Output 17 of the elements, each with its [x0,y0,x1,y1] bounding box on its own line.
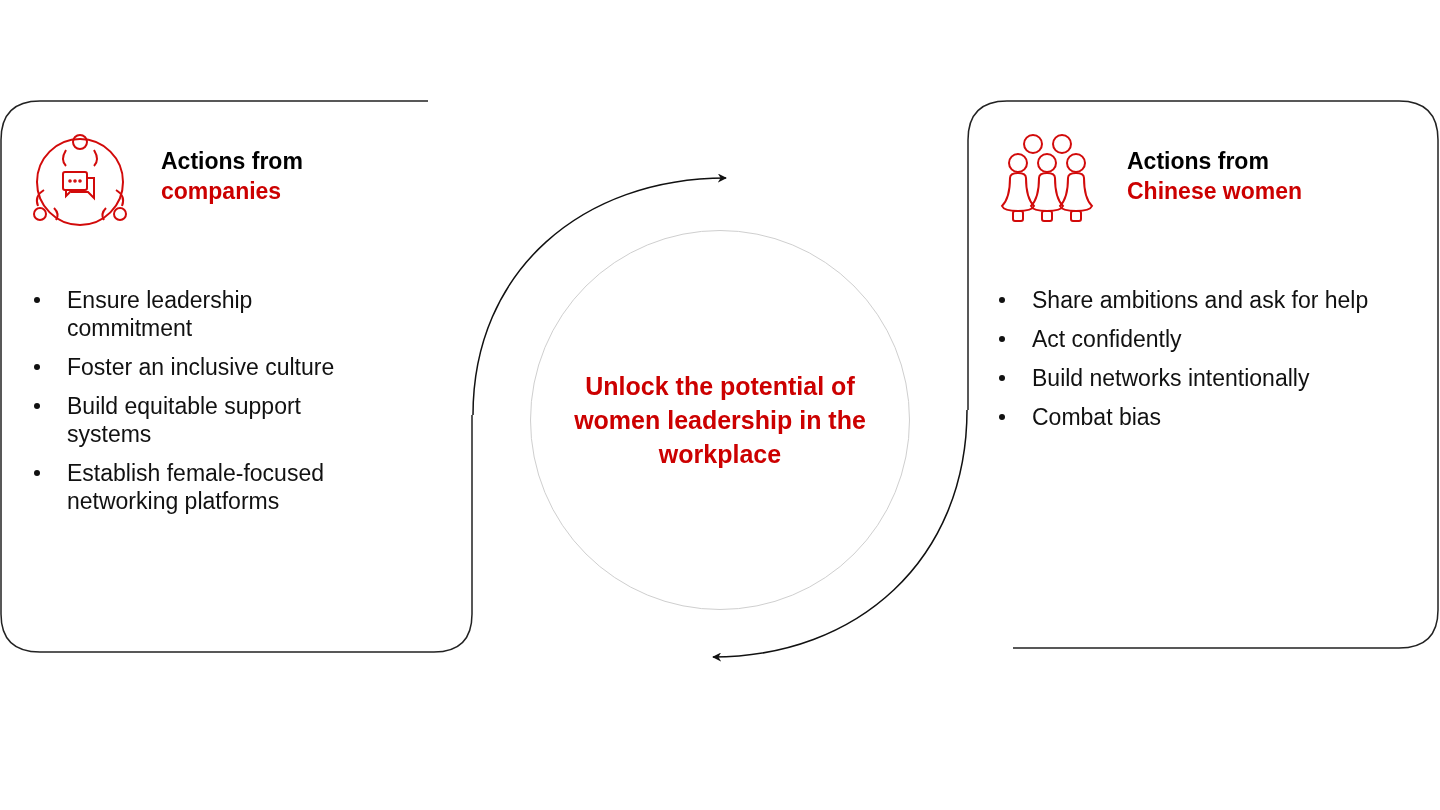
center-text: Unlock the potential of women leadership in the workplace [573,371,867,470]
action-card [0,100,473,653]
bullet-text: Act confidently [1032,325,1183,353]
card-heading: Chinese women [1127,177,1303,206]
bullet-text: Build networks intentionally [1032,364,1311,392]
card-heading: Actions from [161,147,303,176]
card-heading: Actions from [1127,147,1269,176]
cycle-arrow [472,173,727,416]
bullet-text: Share ambitions and ask for help [1032,286,1370,314]
cycle-arrow [712,409,968,662]
bullet-text: Ensure leadership commitment [67,286,254,342]
bullet-text: Establish female-focused networking platforms [67,459,325,515]
bullet-text: Foster an inclusive culture [67,353,336,381]
bullet-text: Combat bias [1032,403,1163,431]
card-heading: companies [161,177,282,206]
bullet-text: Build equitable support systems [67,392,302,448]
action-card [967,100,1439,649]
